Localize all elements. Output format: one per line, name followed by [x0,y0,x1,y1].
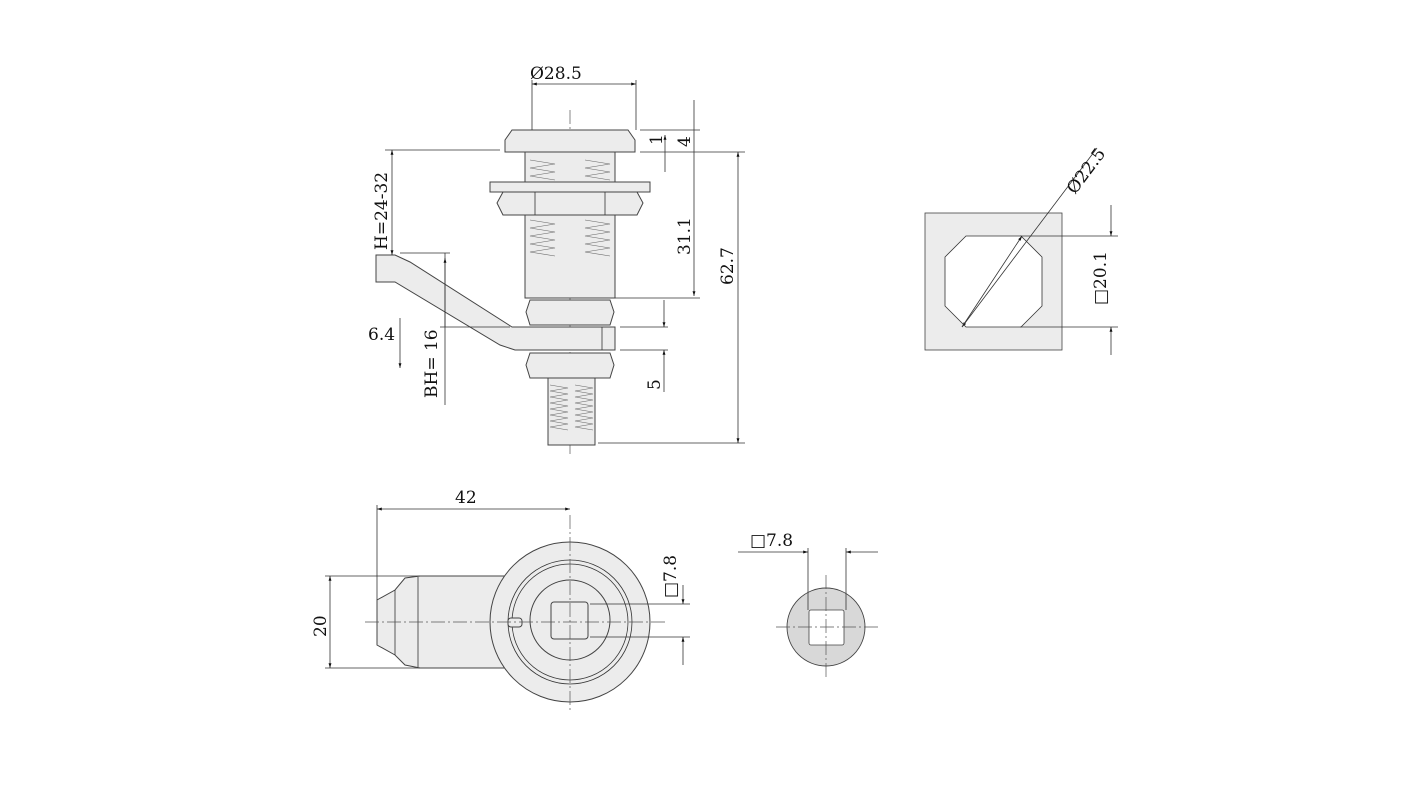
cap [504,129,636,153]
key-end-view: □7.8 [738,531,880,680]
panel-cutout-view: Ø22.5 □20.1 [924,145,1118,355]
dim-front-square: □7.8 [661,555,681,598]
dim-h: H=24-32 [372,172,392,250]
dim-cap-diameter: Ø28.5 [530,64,582,84]
cutout-opening [944,235,1043,328]
upper-nut [496,191,644,216]
dim-42: 42 [455,488,477,508]
dim-bh: BH= 16 [422,329,442,398]
dim-20: 20 [311,615,331,637]
dim-4: 4 [675,136,695,147]
dim-cutout-diameter: Ø22.5 [1063,145,1110,198]
washer [489,181,651,193]
dim-5: 5 [645,379,665,390]
dim-1: 1 [647,134,667,145]
bottom-nut [525,352,615,379]
lower-nut [525,299,615,326]
cam-arm [375,254,616,351]
key-square [550,601,589,640]
front-view: 42 20 □7.8 [311,488,690,712]
dim-6-4: 6.4 [368,325,395,345]
dim-31-1: 31.1 [675,217,695,255]
bolt [547,377,596,446]
dim-key-square: □7.8 [750,531,793,551]
dim-cutout-square: □20.1 [1091,251,1111,305]
dim-62-7: 62.7 [718,247,738,285]
threaded-body [524,151,616,299]
threads [529,159,611,257]
side-view: Ø28.5 1 4 31.1 62.7 H=24-32 6.4 BH= 16 5 [368,64,745,455]
